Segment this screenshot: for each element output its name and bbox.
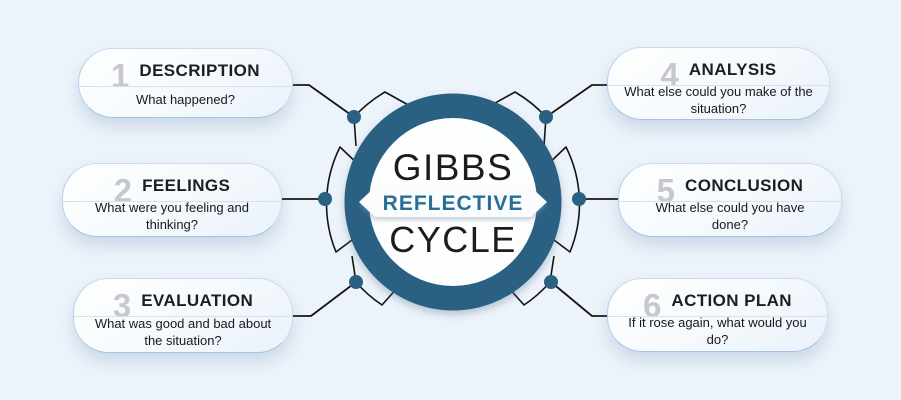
connector-line-6 xyxy=(550,281,612,317)
step-question: What else could you make of the situatio… xyxy=(624,83,813,116)
step-card-evaluation: 3 EVALUATION What was good and bad about… xyxy=(73,278,293,353)
step-question: What happened? xyxy=(135,91,236,107)
step-card-action-plan: 6 ACTION PLAN If it rose again, what wou… xyxy=(607,278,828,352)
card-heading: 6 ACTION PLAN xyxy=(608,279,827,322)
cycle-ring xyxy=(344,93,562,311)
connector-dot-6 xyxy=(544,275,558,289)
center-subtitle: REFLECTIVE xyxy=(383,192,524,215)
card-divider xyxy=(619,201,841,202)
connector-dot-2 xyxy=(318,192,332,206)
card-heading: 1 DESCRIPTION xyxy=(79,49,292,92)
step-card-conclusion: 5 CONCLUSION What else could you have do… xyxy=(618,163,842,237)
center-title: GIBBS xyxy=(393,147,514,188)
card-divider xyxy=(74,316,292,317)
step-title: DESCRIPTION xyxy=(139,60,260,80)
card-heading: 4 ANALYSIS xyxy=(608,48,829,91)
step-card-feelings: 2 FEELINGS What were you feeling and thi… xyxy=(62,163,282,237)
connector-dot-5 xyxy=(572,192,586,206)
step-question: If it rose again, what would you do? xyxy=(628,315,807,347)
step-question: What was good and bad about the situatio… xyxy=(94,315,272,348)
card-divider xyxy=(608,85,829,86)
card-divider xyxy=(608,316,827,317)
step-title: CONCLUSION xyxy=(685,175,804,195)
step-title: EVALUATION xyxy=(141,290,254,310)
connector-dot-4 xyxy=(539,110,553,124)
card-heading: 5 CONCLUSION xyxy=(619,164,841,207)
connector-line-3 xyxy=(288,281,357,317)
connector-line-4 xyxy=(545,84,612,118)
card-divider xyxy=(79,86,292,87)
step-number: 1 xyxy=(111,57,130,94)
step-number: 3 xyxy=(112,287,132,324)
step-question: What were you feeling and thinking? xyxy=(95,200,249,232)
card-divider xyxy=(63,201,281,202)
step-card-description: 1 DESCRIPTION What happened? xyxy=(78,48,293,118)
step-title: ANALYSIS xyxy=(688,59,777,79)
connector-line-1 xyxy=(288,84,355,118)
step-number: 5 xyxy=(656,172,676,209)
step-question: What else could you have done? xyxy=(655,200,805,232)
center-word-cycle: CYCLE xyxy=(389,219,517,260)
card-heading: 3 EVALUATION xyxy=(74,279,292,322)
connector-dot-1 xyxy=(347,110,361,124)
ribbon-banner xyxy=(359,187,547,217)
connector-dot-3 xyxy=(349,275,363,289)
step-title: ACTION PLAN xyxy=(671,290,792,310)
card-heading: 2 FEELINGS xyxy=(63,164,281,207)
step-number: 4 xyxy=(660,56,679,93)
step-title: FEELINGS xyxy=(142,175,231,195)
step-number: 6 xyxy=(643,287,662,324)
step-number: 2 xyxy=(113,172,133,209)
step-card-analysis: 4 ANALYSIS What else could you make of t… xyxy=(607,47,830,120)
